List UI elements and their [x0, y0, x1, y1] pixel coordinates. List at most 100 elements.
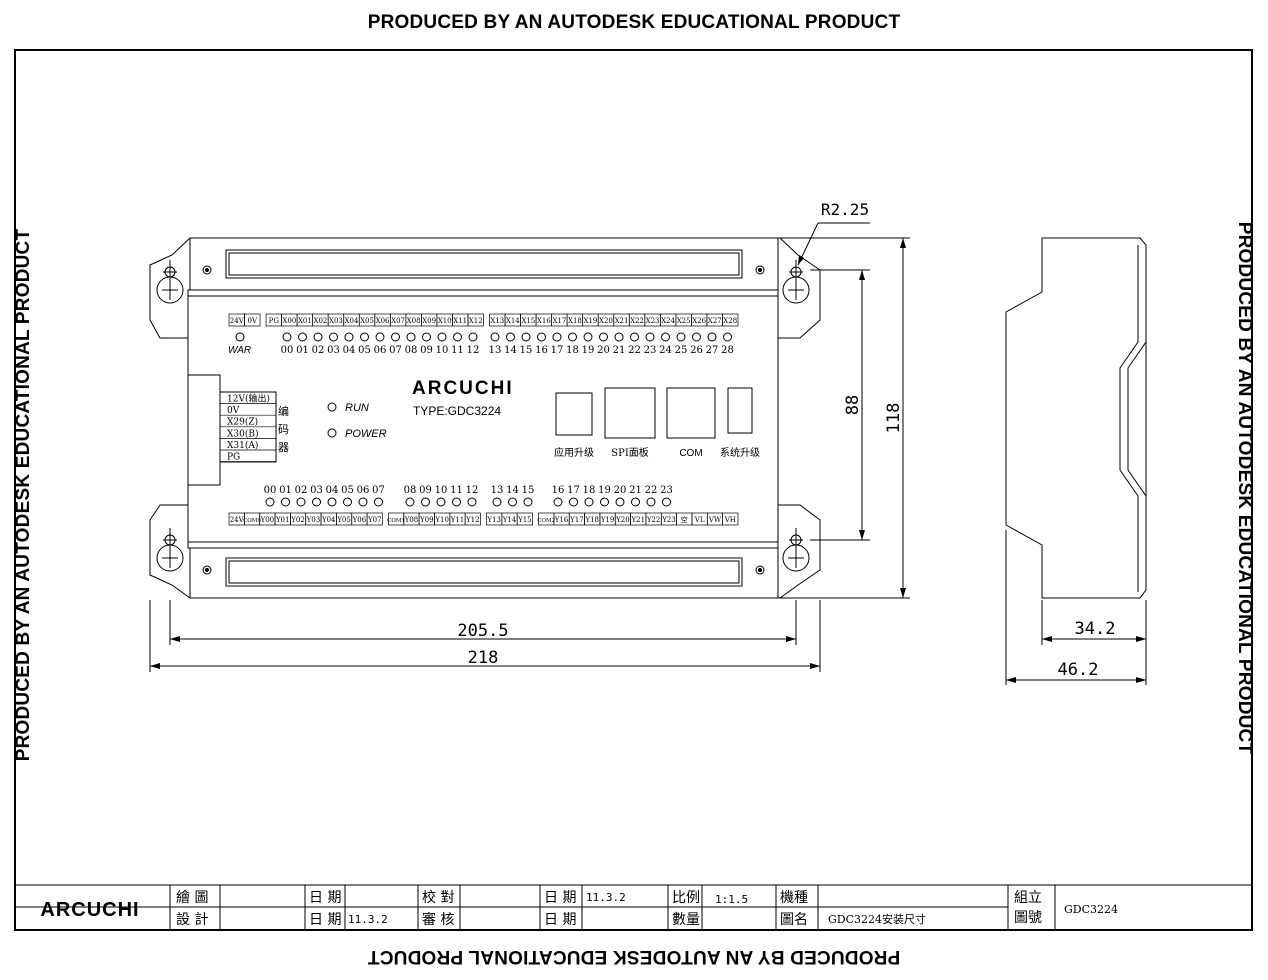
device-logo: ARCUCHI	[412, 378, 514, 399]
top-led-number: 02	[312, 345, 325, 356]
encoder-row-text: 12V(输出)	[227, 393, 270, 405]
top-terminal-text: X09	[422, 317, 436, 325]
tb-design: 設 計	[176, 912, 208, 928]
bottom-led-number: 12	[466, 485, 479, 496]
bottom-terminal-text: Y21	[631, 516, 646, 524]
tb-date1: 日 期	[309, 890, 341, 906]
bottom-led-11: 11	[450, 485, 463, 507]
bottom-led-05: 05	[341, 485, 354, 507]
top-led-number: 22	[628, 345, 641, 356]
bottom-terminal-text: VL	[694, 516, 705, 524]
top-connector-slot	[225, 249, 743, 279]
bottom-led-number: 00	[264, 485, 277, 496]
bottom-led-00: 00	[264, 485, 277, 507]
top-led-number: 10	[436, 345, 449, 356]
bottom-led-number: 09	[419, 485, 432, 496]
top-terminal-text: 24V	[230, 317, 245, 325]
bottom-led-07: 07	[372, 485, 385, 507]
bottom-terminal-text: Y10	[434, 516, 449, 524]
top-terminal-text: X22	[630, 317, 644, 325]
bottom-terminal-text: VH	[724, 516, 736, 524]
bottom-led-number: 15	[522, 485, 535, 496]
top-led-15: 15	[520, 332, 533, 356]
bottom-terminal-text: Y08	[404, 516, 419, 524]
system-upgrade-port	[727, 387, 753, 434]
bottom-terminal-text: Y05	[336, 516, 351, 524]
top-led-00: 00	[281, 332, 293, 356]
top-terminal-text: X27	[708, 317, 722, 325]
encoder-label-2: 码	[278, 423, 289, 436]
bottom-led-number: 04	[326, 485, 339, 496]
top-terminal-text: X05	[360, 317, 374, 325]
top-led-number: 11	[451, 345, 464, 356]
top-led-number: 01	[296, 345, 309, 356]
top-led-19: 19	[582, 332, 594, 356]
top-led-number: 24	[659, 345, 672, 356]
top-led-number: 16	[535, 345, 548, 356]
bottom-terminal-text: Y19	[600, 516, 615, 524]
top-led-number: 15	[520, 345, 533, 356]
top-led-28: 28	[721, 332, 734, 356]
mount-hole-br	[782, 528, 810, 572]
bottom-led-14: 14	[506, 485, 519, 507]
port-label-app-upgrade: 应用升级	[554, 446, 594, 459]
encoder-row-4: X31(A)	[220, 440, 276, 451]
top-led-number: 20	[597, 345, 610, 356]
com-port	[666, 387, 716, 439]
port-label-system-upgrade: 系统升级	[720, 446, 760, 459]
top-led-04: 04	[343, 332, 355, 356]
top-terminal-text: X06	[376, 317, 390, 325]
top-terminal-text: X28	[723, 317, 737, 325]
bottom-led-15: 15	[522, 485, 535, 507]
encoder-row-5: PG	[220, 453, 276, 463]
dimension-depth-inner: 34.2	[1075, 619, 1116, 639]
bottom-terminal-text: Y06	[352, 516, 367, 524]
tb-assembly-label-1: 組立	[1014, 890, 1042, 906]
top-led-09: 09	[420, 332, 433, 356]
bottom-terminal-text: COM1	[387, 518, 405, 524]
dimension-width-inner: 205.5	[457, 621, 508, 641]
encoder-label-1: 编	[278, 404, 289, 418]
bottom-led-01: 01	[279, 485, 292, 507]
bottom-led-13: 13	[491, 485, 504, 507]
bottom-terminal-text: Y03	[306, 516, 321, 524]
top-led-21: 21	[613, 332, 625, 356]
dimension-height-inner: 88	[843, 395, 863, 415]
top-terminal-31: X28	[722, 313, 739, 327]
bottom-terminal-text: VW	[708, 516, 722, 524]
top-terminal-text: X14	[506, 317, 520, 325]
tb-scale-label: 比例	[672, 890, 700, 906]
top-terminal-text: X12	[469, 317, 483, 325]
top-terminal-text: PG	[269, 317, 280, 325]
spi-panel-port	[604, 387, 656, 439]
bottom-terminal-text: Y17	[569, 516, 584, 524]
bottom-terminal-15: Y12	[464, 512, 481, 526]
top-led-number: 06	[374, 345, 387, 356]
run-led	[327, 402, 337, 412]
bottom-terminal-text: Y14	[502, 516, 517, 524]
encoder-row-1: 0V	[220, 406, 276, 416]
top-terminal-text: X04	[345, 317, 359, 325]
top-led-10: 10	[436, 332, 449, 356]
top-led-number: 27	[706, 345, 719, 356]
bottom-terminal-text: Y20	[615, 516, 630, 524]
top-terminal-text: X24	[661, 317, 675, 325]
top-led-number: 25	[675, 345, 688, 356]
bottom-led-number: 22	[645, 485, 658, 496]
power-label: POWER	[345, 428, 387, 440]
bottom-led-number: 13	[491, 485, 504, 496]
top-led-05: 05	[358, 332, 371, 356]
top-led-18: 18	[566, 332, 579, 356]
bottom-led-number: 21	[629, 485, 642, 496]
bottom-terminal-text: Y02	[290, 516, 305, 524]
encoder-row-text: 0V	[227, 406, 240, 416]
title-block	[14, 884, 1253, 931]
dimension-width-outer: 218	[468, 648, 499, 668]
top-terminal-text: X25	[677, 317, 691, 325]
top-terminal-text: X21	[615, 317, 629, 325]
bottom-led-12: 12	[466, 485, 479, 507]
